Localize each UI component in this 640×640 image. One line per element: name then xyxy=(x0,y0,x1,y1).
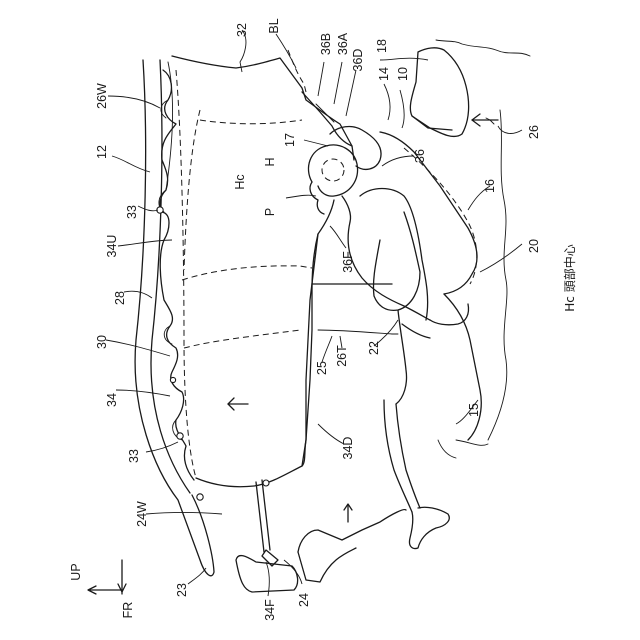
pillar-trim xyxy=(256,480,278,566)
axis-label-fr: FR xyxy=(121,602,135,619)
roof-rail-bracket xyxy=(159,70,194,480)
label-15: 15 xyxy=(467,403,481,417)
curtain-airbag xyxy=(172,50,354,487)
label-12: 12 xyxy=(95,145,109,159)
label-36: 36 xyxy=(413,149,427,163)
label-26W: 26W xyxy=(95,83,109,109)
label-30: 30 xyxy=(95,335,109,349)
label-18: 18 xyxy=(375,39,389,53)
label-36D: 36D xyxy=(351,49,365,72)
occupant xyxy=(308,127,481,549)
label-BL: BL xyxy=(267,18,281,33)
label-33-lower: 33 xyxy=(127,449,141,463)
label-14: 14 xyxy=(377,67,391,81)
label-23: 23 xyxy=(175,583,189,597)
label-34F: 34F xyxy=(263,599,277,621)
label-36F: 36F xyxy=(341,251,355,273)
orientation-axes: UP FR xyxy=(69,560,135,618)
label-Hc: Hc xyxy=(233,174,247,189)
axis-label-up: UP xyxy=(69,563,83,580)
front-seat xyxy=(236,504,406,592)
label-17: 17 xyxy=(283,133,297,147)
label-34U: 34U xyxy=(105,235,119,258)
label-26T: 26T xyxy=(335,345,349,367)
label-28: 28 xyxy=(113,291,127,305)
label-33-upper: 33 xyxy=(125,205,139,219)
label-H: H xyxy=(263,157,277,166)
label-P: P xyxy=(263,208,277,216)
label-24W: 24W xyxy=(135,501,149,527)
label-16: 16 xyxy=(483,179,497,193)
label-36A: 36A xyxy=(336,32,350,55)
label-36B: 36B xyxy=(319,33,333,55)
label-32: 32 xyxy=(235,23,249,37)
label-25: 25 xyxy=(315,361,329,375)
label-26: 26 xyxy=(527,125,541,139)
head-restraint-airbag xyxy=(302,92,352,146)
label-10: 10 xyxy=(396,67,410,81)
label-34: 34 xyxy=(105,393,119,407)
label-24: 24 xyxy=(297,593,311,607)
rear-seat xyxy=(410,48,468,137)
hinge-rings xyxy=(157,207,203,500)
up-axis-line xyxy=(90,560,122,590)
label-20: 20 xyxy=(527,239,541,253)
label-34D: 34D xyxy=(341,437,355,460)
caption-head-center: Hc 頭部中心 xyxy=(562,244,577,311)
label-22: 22 xyxy=(367,341,381,355)
